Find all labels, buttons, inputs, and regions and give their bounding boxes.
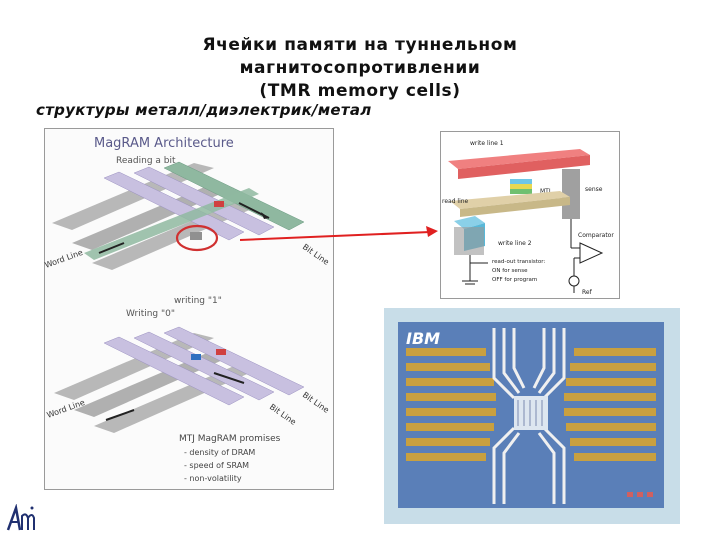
write-line-2-label: write line 2 <box>498 240 532 247</box>
mtj-cell-figure: write line 1 MTJ sense read line write l… <box>440 131 620 299</box>
chip-right-pads <box>564 348 656 461</box>
bottom-array <box>54 326 305 433</box>
mtj-label: MTJ <box>540 188 551 195</box>
connector-arrow <box>240 226 438 241</box>
title-line-1: Ячейки памяти на туннельном <box>202 35 518 55</box>
institution-logo <box>6 504 35 531</box>
magram-architecture-figure: MagRAM Architecture Reading a bit Word L… <box>44 128 334 490</box>
reading-label: Reading a bit <box>116 156 176 166</box>
promise-speed: - speed of SRAM <box>184 461 249 470</box>
chip-traces <box>492 328 566 504</box>
slide-subtitle: структуры металл/диэлектрик/метал <box>36 101 372 119</box>
read-line-label: read line <box>442 198 469 205</box>
ibm-chip-photo: IBM <box>384 308 680 524</box>
promise-nonvolatility: - non-volatility <box>184 474 242 483</box>
title-line-2: магнитосопротивлении <box>239 58 481 78</box>
writing0-label: Writing "0" <box>126 309 175 319</box>
title-line-3: (TMR memory cells) <box>259 81 461 101</box>
magram-heading: MagRAM Architecture <box>94 136 234 151</box>
transistor-note-3: OFF for program <box>492 277 537 283</box>
promises-title: MTJ MagRAM promises <box>179 434 281 444</box>
comparator-label: Comparator <box>578 232 614 239</box>
transistor-note-2: ON for sense <box>492 268 528 274</box>
transistor-note-1: read-out transistor: <box>492 259 545 265</box>
promise-density: - density of DRAM <box>184 448 255 457</box>
ibm-logo-text: IBM <box>406 329 440 348</box>
writing1-label: writing "1" <box>174 296 222 306</box>
top-array <box>52 161 305 270</box>
write-line-1-label: write line 1 <box>470 140 504 147</box>
ref-label: Ref <box>582 289 593 296</box>
selected-cell-circle <box>175 224 219 252</box>
sense-label: sense <box>585 186 603 193</box>
chip-left-pads <box>406 348 496 461</box>
slide-title: Ячейки памяти на туннельном магнитосопро… <box>110 34 610 103</box>
